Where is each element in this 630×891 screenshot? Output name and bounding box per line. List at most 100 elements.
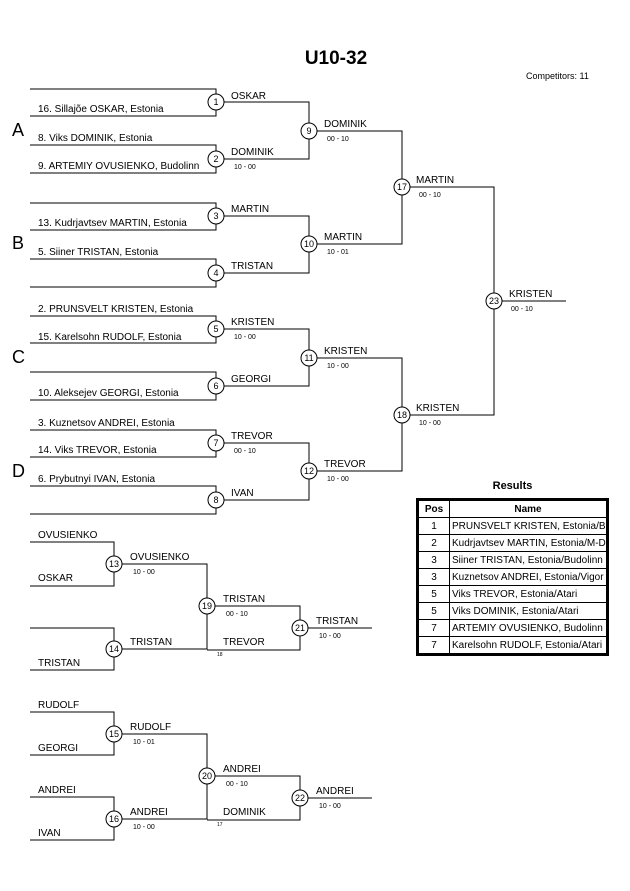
match-winner: KRISTEN: [416, 403, 459, 414]
match-score: 00 - 10: [327, 136, 349, 143]
match-winner: KRISTEN: [231, 317, 274, 328]
match-score: 00 - 10: [511, 306, 533, 313]
match-score: 10 - 00: [319, 803, 341, 810]
match-winner: DOMINIK: [231, 147, 274, 158]
results-name: Kudrjavtsev MARTIN, Estonia/M-Dojo: [449, 534, 607, 552]
match-number: 3: [213, 211, 218, 221]
match-number: 17: [397, 182, 407, 192]
results-pos: 3: [418, 568, 450, 586]
match-number: 8: [213, 495, 218, 505]
match-winner: KRISTEN: [324, 346, 367, 357]
results-name: Karelsohn RUDOLF, Estonia/Atari: [449, 636, 607, 654]
repechage-bracket-1: OVUSIENKO OSKAR TRISTAN OVUSIENKO 10 - 0…: [38, 530, 358, 669]
match-number: 19: [202, 601, 212, 611]
repechage-entrant: OVUSIENKO: [38, 530, 98, 541]
results-header-name: Name: [449, 500, 607, 518]
match-number: 12: [304, 466, 314, 476]
results-title: Results: [492, 480, 533, 492]
incoming-loser-ref: 18: [217, 652, 223, 658]
match-number: 20: [202, 771, 212, 781]
entrant-name: 13. Kudrjavtsev MARTIN, Estonia: [38, 218, 187, 229]
entrant-name: 15. Karelsohn RUDOLF, Estonia: [38, 332, 182, 343]
match-score: 00 - 10: [226, 611, 248, 618]
pool-label-d: D: [12, 461, 25, 481]
match-number-circles: 1 2 3 4 5 6 7 8 9 10 11 12 17 18 23: [207, 93, 503, 509]
pool-label-c: C: [12, 347, 25, 367]
match-winner: MARTIN: [324, 232, 362, 243]
match-winner: GEORGI: [231, 374, 271, 385]
match-score: 10 - 00: [419, 420, 441, 427]
results-name: Viks DOMINIK, Estonia/Atari: [449, 602, 607, 620]
match-score: 00 - 10: [419, 192, 441, 199]
results-pos: 5: [418, 602, 450, 620]
repechage-entrant: ANDREI: [38, 785, 76, 796]
match-winner: TRISTAN: [130, 637, 172, 648]
results-name: Siiner TRISTAN, Estonia/Budolinn: [449, 551, 607, 569]
match-winner: TRISTAN: [223, 594, 265, 605]
results-pos: 5: [418, 585, 450, 603]
results-name: PRUNSVELT KRISTEN, Estonia/Budol: [449, 517, 607, 535]
match-number: 14: [109, 644, 119, 654]
match-winner: MARTIN: [231, 204, 269, 215]
match-score: 10 - 01: [133, 739, 155, 746]
match-winner: ANDREI: [223, 764, 261, 775]
match-number: 10: [304, 239, 314, 249]
entrant-name: 6. Prybutnyi IVAN, Estonia: [38, 474, 156, 485]
match-number: 7: [213, 438, 218, 448]
results-pos: 7: [418, 636, 450, 654]
match-number: 4: [213, 268, 218, 278]
entrant-name: 2. PRUNSVELT KRISTEN, Estonia: [38, 304, 194, 315]
match-winner: RUDOLF: [130, 722, 171, 733]
entrant-name: 16. Sillajõe OSKAR, Estonia: [38, 104, 164, 115]
repechage-entrant: GEORGI: [38, 743, 78, 754]
entrant-name: 10. Aleksejev GEORGI, Estonia: [38, 388, 179, 399]
incoming-loser: DOMINIK: [223, 807, 266, 818]
match-number: 22: [295, 793, 305, 803]
entrant-name: 14. Viks TREVOR, Estonia: [38, 445, 157, 456]
page-title: U10-32: [305, 48, 367, 69]
match-number: 16: [109, 814, 119, 824]
results-pos: 3: [418, 551, 450, 569]
match-number: 21: [295, 623, 305, 633]
competitors-count: Competitors: 11: [526, 71, 589, 81]
match-number: 1: [213, 97, 218, 107]
incoming-loser-ref: 17: [217, 822, 223, 828]
entrant-name: 8. Viks DOMINIK, Estonia: [38, 133, 153, 144]
results-pos: 2: [418, 534, 450, 552]
pool-label-a: A: [12, 120, 24, 140]
match-number: 15: [109, 729, 119, 739]
match-winner: OVUSIENKO: [130, 552, 190, 563]
match-number: 6: [213, 381, 218, 391]
results-pos: 1: [418, 517, 450, 535]
match-number: 11: [304, 353, 313, 363]
results-name: ARTEMIY OVUSIENKO, Budolinn: [449, 619, 607, 637]
match-winner: ANDREI: [130, 807, 168, 818]
match-score: 10 - 00: [133, 824, 155, 831]
match-score: 00 - 10: [226, 781, 248, 788]
results-name: Kuznetsov ANDREI, Estonia/Vigor: [449, 568, 607, 586]
match-winner: OSKAR: [231, 91, 266, 102]
pool-label-b: B: [12, 233, 24, 253]
match-score: 00 - 10: [234, 448, 256, 455]
match-score: 10 - 00: [234, 164, 256, 171]
incoming-loser: TREVOR: [223, 637, 265, 648]
match-winner: TREVOR: [324, 459, 366, 470]
match-number: 18: [397, 410, 407, 420]
match-results: OSKAR DOMINIK 10 - 00 MARTIN TRISTAN KRI…: [231, 91, 552, 499]
match-number: 9: [306, 126, 311, 136]
match-number: 23: [489, 296, 499, 306]
match-score: 10 - 01: [327, 249, 349, 256]
match-winner: DOMINIK: [324, 119, 367, 130]
match-winner: TRISTAN: [231, 261, 273, 272]
results-header-pos: Pos: [418, 500, 450, 518]
match-score: 10 - 00: [327, 476, 349, 483]
repechage-entrant: TRISTAN: [38, 658, 80, 669]
